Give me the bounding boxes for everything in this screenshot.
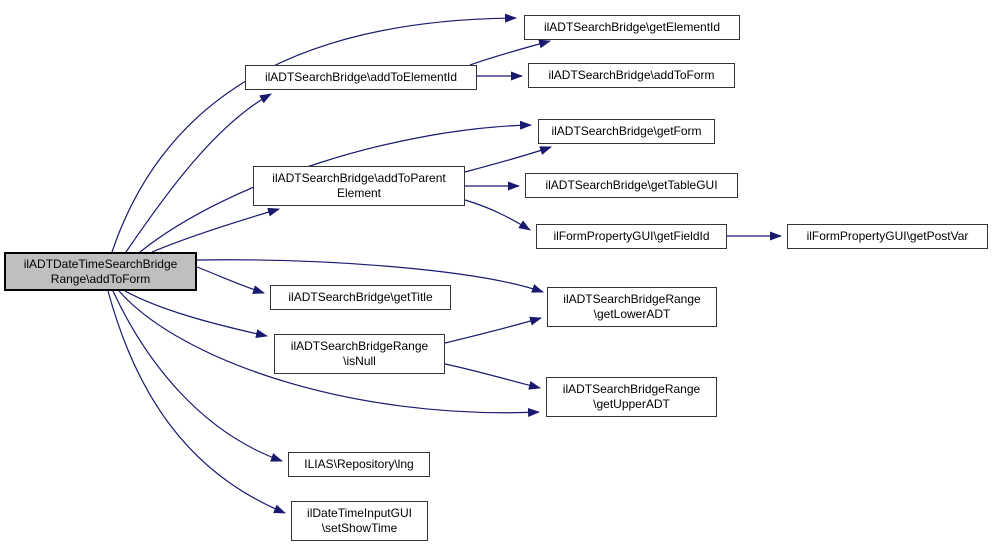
node-label-line: Range\addToForm [50, 271, 151, 286]
edge-addToForm-main-to-getTitle [196, 266, 265, 294]
node-label-line: ilADTSearchBridgeRange [563, 292, 701, 306]
node-label-line: ilADTSearchBridge\getTitle [288, 290, 433, 304]
graph-node-lng[interactable]: ILIAS\Repository\lng [288, 452, 430, 477]
edge-isNull-to-getLowerADT [444, 316, 542, 344]
node-label-line: ilADTSearchBridge\getTableGUI [545, 178, 718, 192]
edges-group [107, 13, 782, 514]
node-label-line: ilADTSearchBridge\getForm [551, 124, 702, 138]
graph-node-setShowTime[interactable]: ilDateTimeInputGUI\setShowTime [291, 501, 428, 541]
edge-addToParentElement-to-getForm [464, 146, 552, 173]
node-label-line: ilADTSearchBridge\addToParent [272, 171, 446, 185]
graph-node-getLowerADT[interactable]: ilADTSearchBridgeRange\getLowerADT [547, 287, 717, 327]
edge-addToForm-main-to-setShowTime [107, 290, 286, 514]
edge-addToElementId-to-getElementId [469, 39, 551, 66]
edge-addToForm-main-to-addToParentElement [151, 207, 280, 253]
node-label-line: ilADTSearchBridge\addToForm [548, 68, 715, 82]
graph-node-getUpperADT[interactable]: ilADTSearchBridgeRange\getUpperADT [546, 377, 717, 417]
edge-addToForm-main-to-getLowerADT [196, 259, 544, 293]
graph-node-getTableGUI[interactable]: ilADTSearchBridge\getTableGUI [525, 173, 738, 198]
node-label-line: \getUpperADT [593, 397, 670, 411]
graph-node-getPostVar[interactable]: ilFormPropertyGUI\getPostVar [787, 224, 988, 249]
edge-addToForm-main-to-isNull [124, 290, 268, 339]
node-label-line: ilADTDateTimeSearchBridge [23, 256, 178, 271]
edge-addToForm-main-to-getElementId [111, 13, 517, 253]
graph-node-getForm[interactable]: ilADTSearchBridge\getForm [538, 119, 715, 144]
graph-node-isNull[interactable]: ilADTSearchBridgeRange\isNull [274, 334, 445, 374]
edge-addToForm-main-to-getUpperADT [118, 290, 540, 417]
node-label-line: \setShowTime [321, 521, 398, 535]
node-label-line: ilADTSearchBridgeRange [290, 339, 429, 353]
node-label-line: \isNull [343, 354, 376, 368]
edge-addToForm-main-to-addToElementId [125, 93, 272, 253]
edge-addToForm-main-to-getForm [139, 120, 532, 253]
graph-node-getElementId[interactable]: ilADTSearchBridge\getElementId [524, 15, 740, 40]
graph-node-getFieldId[interactable]: ilFormPropertyGUI\getFieldId [536, 224, 727, 249]
edge-addToForm-main-to-lng [112, 290, 283, 462]
node-label-line: \getLowerADT [593, 307, 671, 321]
node-label-line: ilDateTimeInputGUI [307, 506, 412, 520]
graph-node-addToForm[interactable]: ilADTSearchBridge\addToForm [528, 63, 735, 88]
edge-isNull-to-getUpperADT [444, 363, 541, 390]
node-label-line: ilADTSearchBridge\addToElementId [264, 70, 458, 84]
node-label-line: ILIAS\Repository\lng [304, 457, 414, 471]
node-label-line: Element [336, 186, 382, 200]
graph-node-addToElementId[interactable]: ilADTSearchBridge\addToElementId [245, 65, 477, 90]
node-label-line: ilADTSearchBridge\getElementId [543, 20, 721, 34]
edge-addToParentElement-to-getFieldId [464, 199, 531, 231]
graph-node-getTitle[interactable]: ilADTSearchBridge\getTitle [270, 285, 451, 310]
node-label-line: ilFormPropertyGUI\getFieldId [553, 229, 710, 243]
node-label-line: ilADTSearchBridgeRange [562, 382, 701, 396]
node-label-line: ilFormPropertyGUI\getPostVar [806, 229, 969, 243]
